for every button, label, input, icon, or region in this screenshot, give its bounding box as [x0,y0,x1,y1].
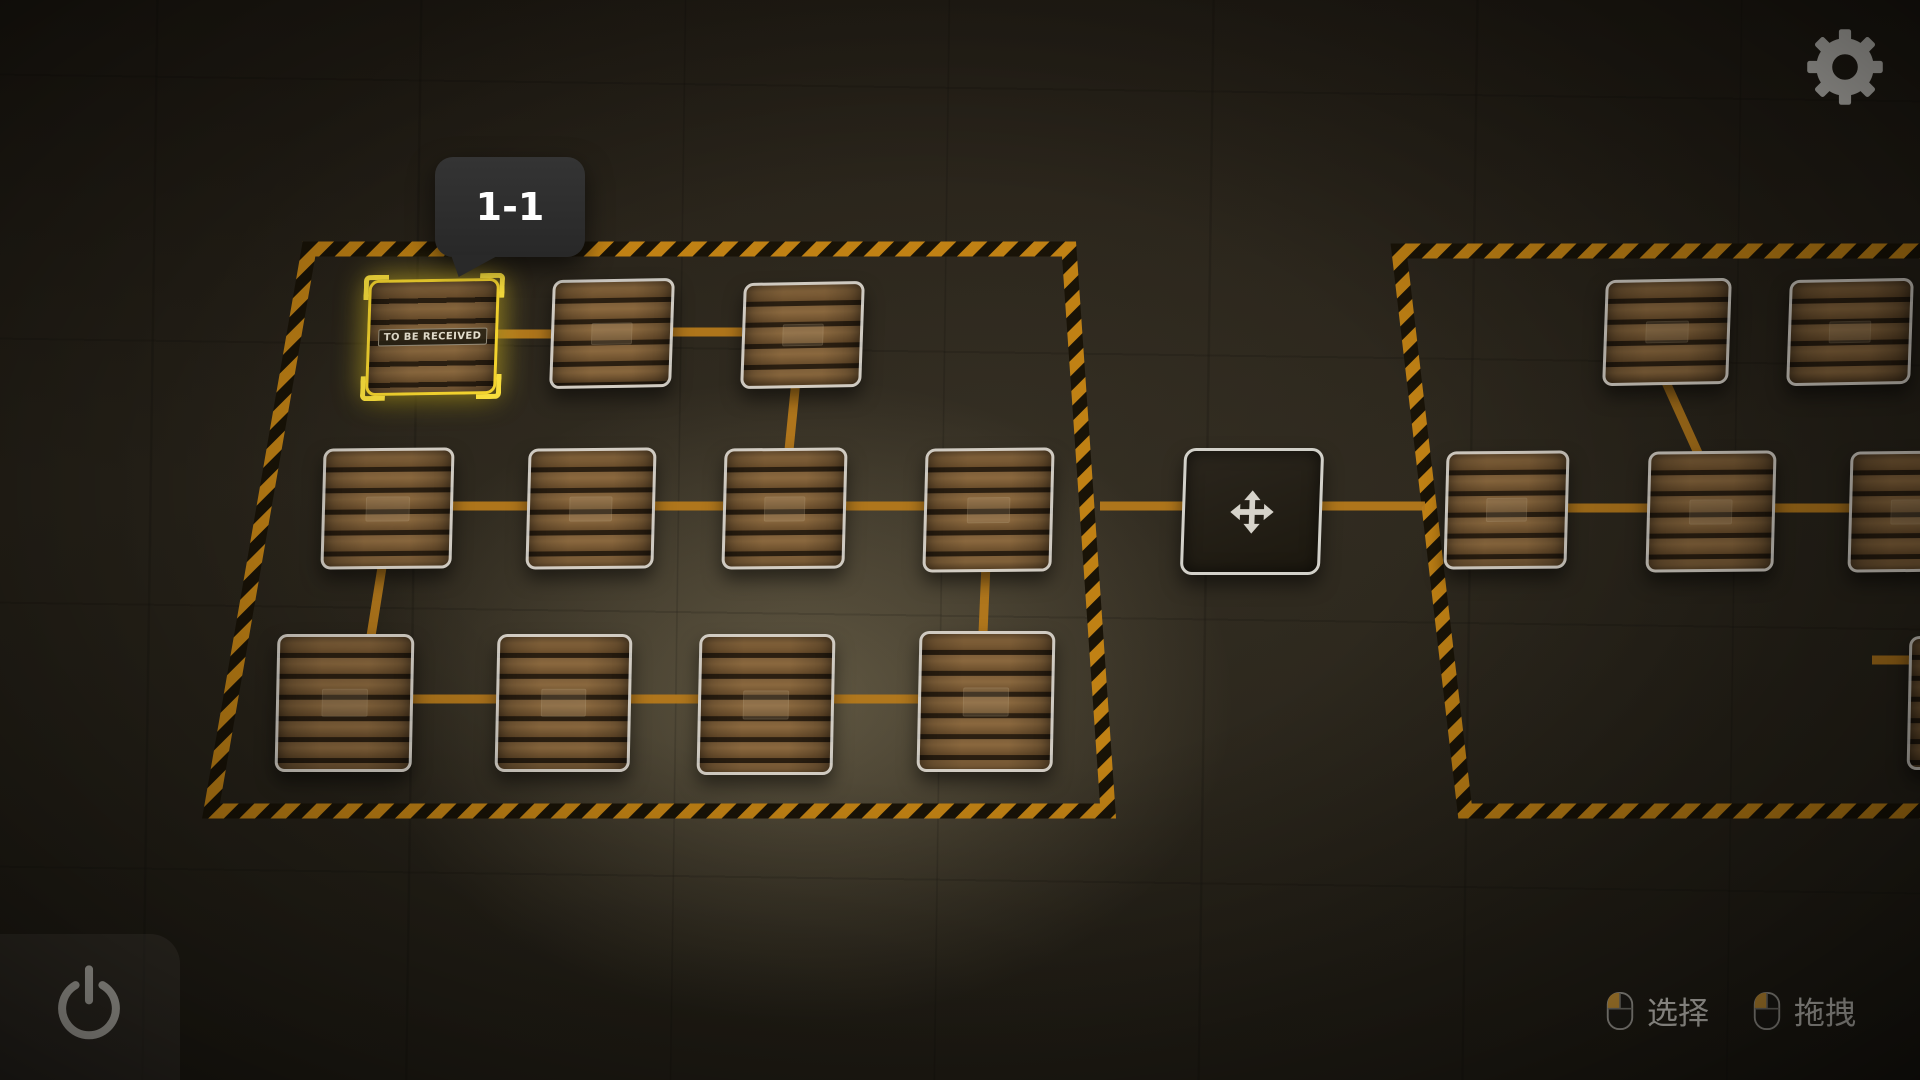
level-tooltip-label: 1-1 [475,185,545,229]
level-tooltip: 1-1 [435,157,585,257]
